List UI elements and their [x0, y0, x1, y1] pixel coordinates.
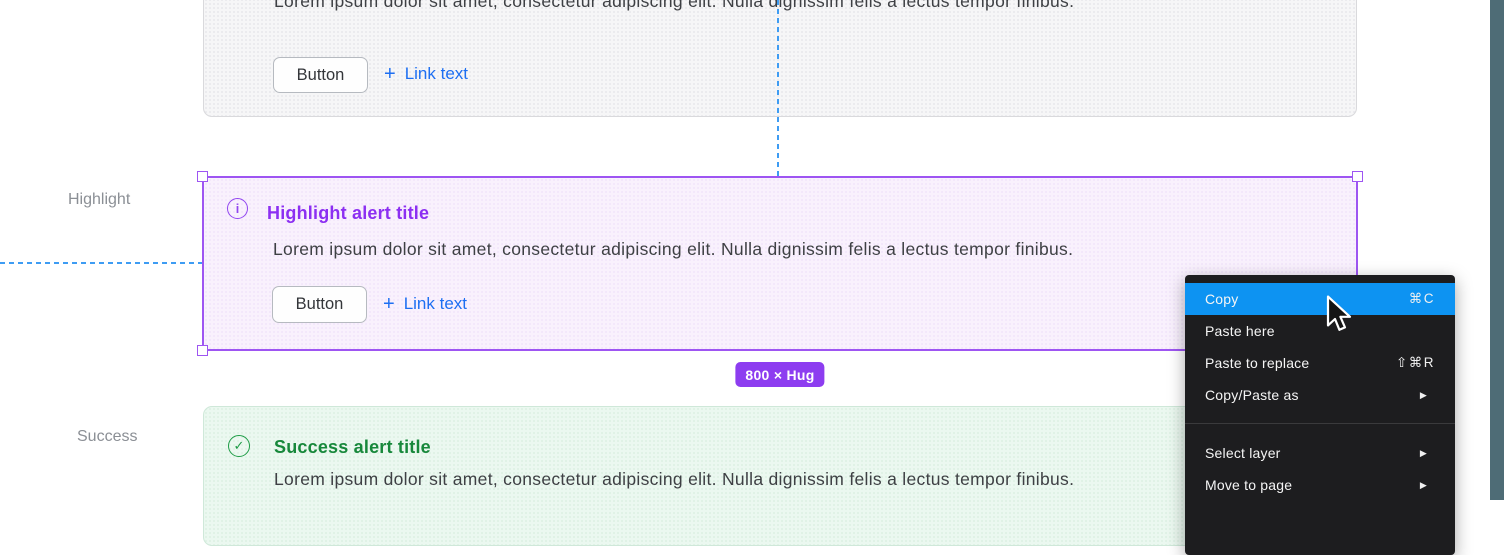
menu-separator [1185, 411, 1455, 437]
alert-button[interactable]: Button [273, 57, 368, 93]
alert-card-default[interactable]: Lorem ipsum dolor sit amet, consectetur … [203, 0, 1357, 117]
menu-item-copy[interactable]: Copy ⌘C [1185, 283, 1455, 315]
info-icon: i [227, 198, 248, 219]
plus-icon: + [383, 293, 395, 315]
menu-item-select-layer[interactable]: Select layer ▶ [1205, 445, 1427, 461]
context-menu: Copy ⌘C Paste here Paste to replace ⇧⌘R … [1185, 275, 1455, 555]
alert-link-label: Link text [403, 294, 467, 313]
selection-handle-top-right[interactable] [1352, 171, 1363, 182]
check-icon: ✓ [228, 435, 250, 457]
alert-link[interactable]: + Link text [384, 64, 468, 84]
submenu-arrow-icon: ▶ [1419, 447, 1427, 458]
alert-link[interactable]: + Link text [383, 294, 467, 314]
menu-item-copy-paste-as[interactable]: Copy/Paste as ▶ [1205, 387, 1427, 403]
selection-handle-top-left[interactable] [197, 171, 208, 182]
alert-title: Success alert title [274, 437, 431, 457]
horizontal-guide-line [0, 262, 202, 264]
row-label-highlight: Highlight [68, 191, 131, 208]
selection-handle-bottom-left[interactable] [197, 345, 208, 356]
menu-item-move-to-page[interactable]: Move to page ▶ [1205, 477, 1427, 493]
alert-title: Highlight alert title [267, 203, 430, 223]
alert-card-highlight[interactable]: i Highlight alert title Lorem ipsum dolo… [204, 178, 1356, 350]
selection-size-badge: 800 × Hug [735, 362, 825, 387]
side-panel-strip [1490, 0, 1504, 500]
submenu-arrow-icon: ▶ [1419, 479, 1427, 490]
alert-card-success[interactable]: ✓ Success alert title Lorem ipsum dolor … [203, 406, 1357, 546]
alert-body-text: Lorem ipsum dolor sit amet, consectetur … [274, 0, 1075, 11]
alert-link-label: Link text [404, 64, 468, 83]
row-label-success: Success [77, 428, 138, 445]
alert-body-text: Lorem ipsum dolor sit amet, consectetur … [274, 469, 1075, 489]
submenu-arrow-icon: ▶ [1419, 389, 1427, 400]
menu-item-paste-to-replace[interactable]: Paste to replace ⇧⌘R [1205, 355, 1435, 371]
plus-icon: + [384, 63, 396, 85]
alert-body-text: Lorem ipsum dolor sit amet, consectetur … [273, 239, 1074, 259]
menu-item-paste-here[interactable]: Paste here [1205, 323, 1275, 339]
alert-button[interactable]: Button [272, 286, 367, 323]
shortcut-copy: ⌘C [1408, 291, 1435, 306]
shortcut-paste-to-replace: ⇧⌘R [1395, 355, 1435, 370]
